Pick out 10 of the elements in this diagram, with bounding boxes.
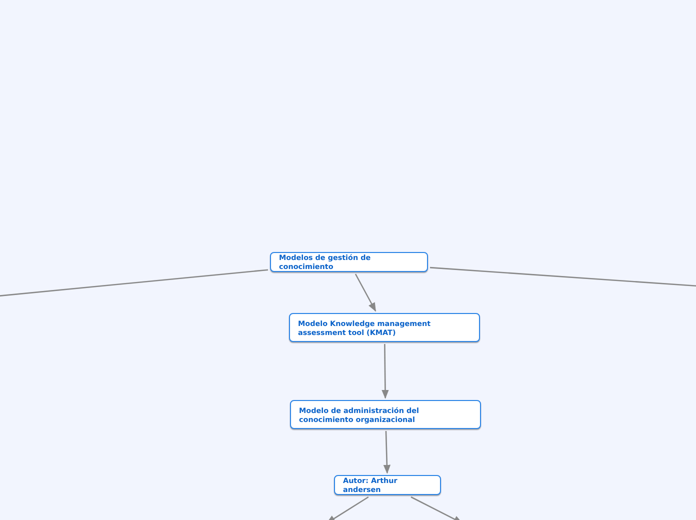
connector-line — [0, 269, 268, 297]
topic-box — [270, 252, 428, 272]
arrow — [354, 274, 376, 312]
connector-line — [430, 266, 696, 287]
topic-box — [334, 475, 441, 495]
arrow — [382, 344, 389, 399]
arrow — [383, 430, 391, 474]
topic-box — [289, 313, 480, 342]
arrow — [326, 496, 369, 520]
topic-box — [290, 400, 481, 429]
